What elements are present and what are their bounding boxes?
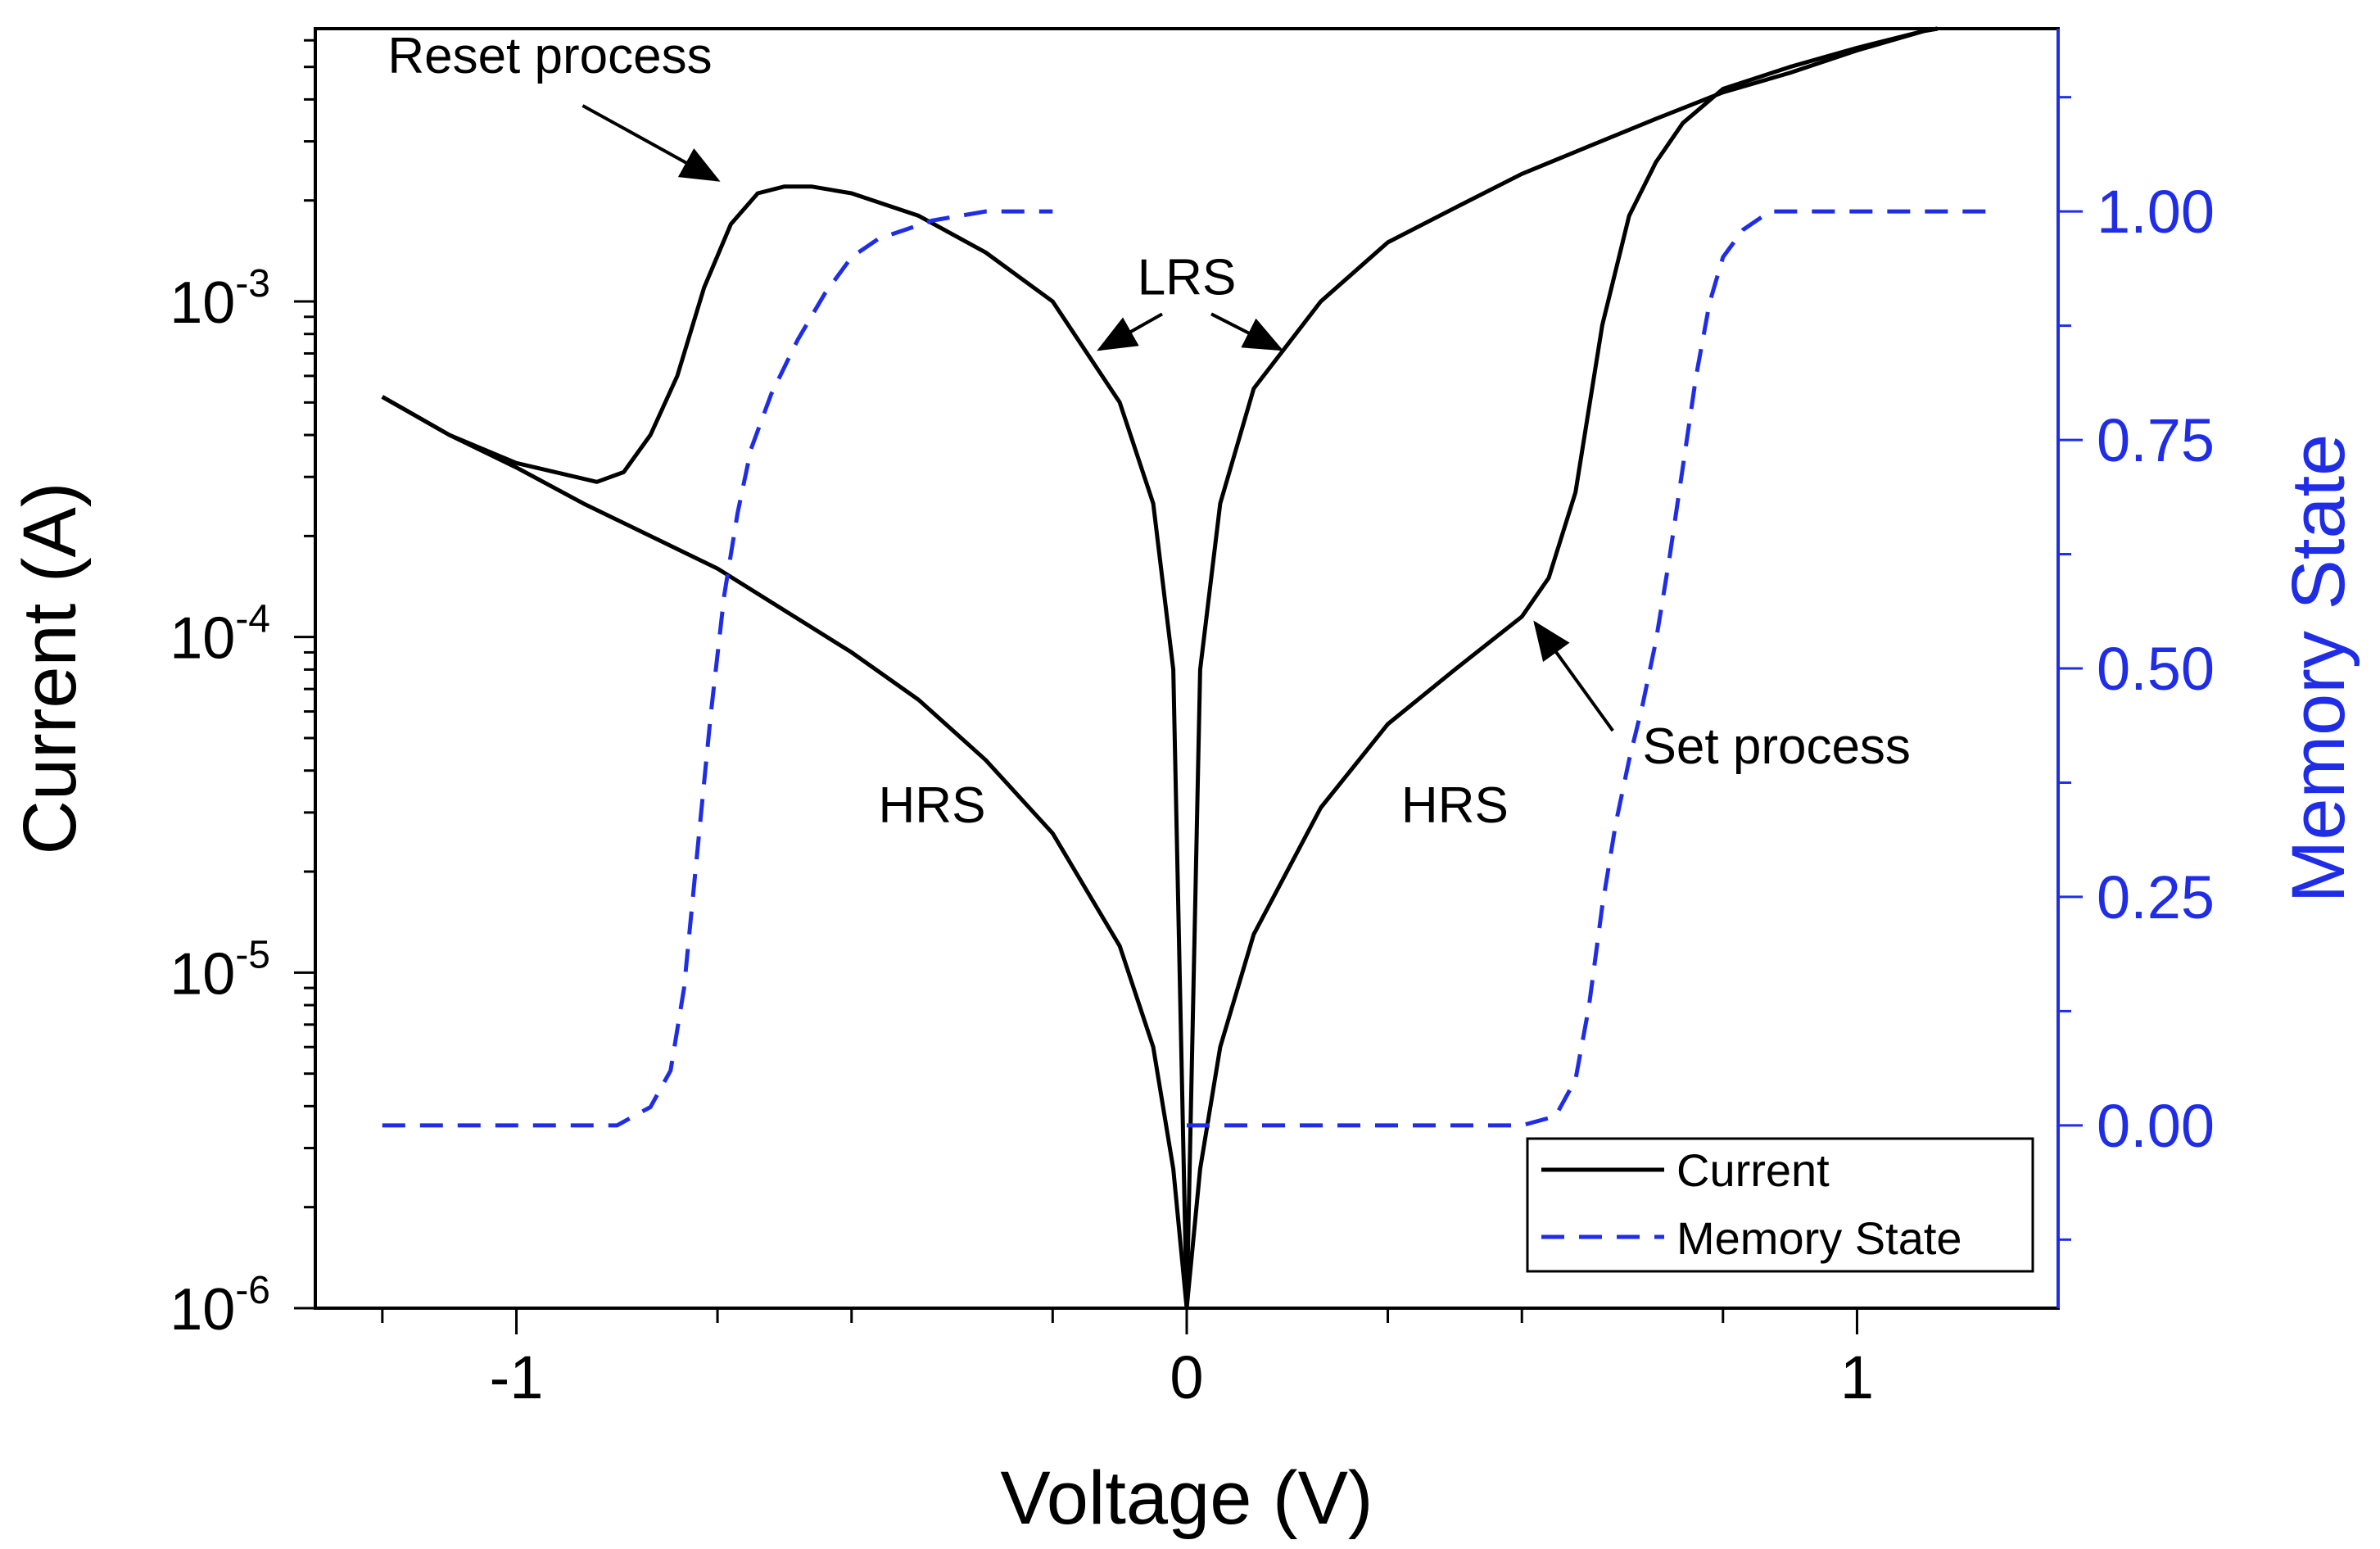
annotation-label: HRS — [1401, 777, 1509, 834]
y2-axis-title: Memory State — [2277, 434, 2360, 904]
right-axis-ticks: 0.00 0.25 0.50 0.75 1.00 — [2058, 96, 2215, 1241]
x-tick-label: 1 — [1840, 1343, 1874, 1411]
y-tick-label-exponent: -4 — [235, 598, 270, 641]
series-layer — [381, 26, 1992, 1309]
bottom-axis-ticks: -1 0 1 — [381, 1308, 1874, 1411]
y2-tick-label: 1.00 — [2097, 178, 2215, 246]
y-axis-title: Current (A) — [8, 482, 92, 855]
current-series-line — [381, 184, 1189, 1309]
annotation-arrow — [581, 104, 721, 182]
left-axis-ticks: 10-610-510-410-3 — [170, 38, 315, 1343]
y-tick-label: 10-4 — [170, 598, 270, 672]
y-tick-label-exponent: -3 — [235, 262, 270, 306]
legend-label-memory: Memory State — [1676, 1212, 1962, 1264]
legend-label-current: Current — [1676, 1144, 1830, 1196]
y-tick-label-base: 10 — [170, 1277, 235, 1343]
y-tick-label-exponent: -5 — [235, 933, 270, 976]
annotation-label: Set process — [1643, 718, 1911, 775]
y-tick-label-base: 10 — [170, 270, 235, 336]
y2-tick-label: 0.50 — [2097, 635, 2215, 703]
annotation-label: LRS — [1138, 249, 1237, 306]
y-tick-label: 10-3 — [170, 262, 270, 336]
x-tick-label: -1 — [490, 1343, 544, 1411]
y-tick-label-base: 10 — [170, 941, 235, 1007]
legend-box — [1526, 1137, 2034, 1273]
y2-tick-label: 0.25 — [2097, 863, 2215, 931]
memory-state-series-line — [382, 209, 1992, 1128]
y2-tick-label: 0.00 — [2097, 1092, 2215, 1160]
lrs-arrow-left — [1097, 312, 1163, 351]
current-series-line — [1184, 26, 1939, 1309]
plot-frame — [314, 27, 2060, 1310]
annotation-label: HRS — [879, 777, 986, 834]
lrs-arrow-right — [1210, 312, 1284, 351]
y-tick-label: 10-6 — [170, 1269, 270, 1343]
annotation-label: Reset process — [387, 28, 712, 84]
annotation-arrow — [1533, 620, 1614, 732]
current-series-line — [381, 395, 1189, 1309]
y-tick-label-exponent: -6 — [235, 1269, 270, 1312]
x-axis-title: Voltage (V) — [1000, 1456, 1373, 1540]
y-tick-label-base: 10 — [170, 606, 235, 672]
y2-tick-label: 0.75 — [2097, 406, 2215, 474]
legend: Current Memory State — [1526, 1137, 2034, 1273]
current-series-line — [1184, 26, 1939, 1309]
y-tick-label: 10-5 — [170, 933, 270, 1007]
x-tick-label: 0 — [1170, 1343, 1203, 1411]
